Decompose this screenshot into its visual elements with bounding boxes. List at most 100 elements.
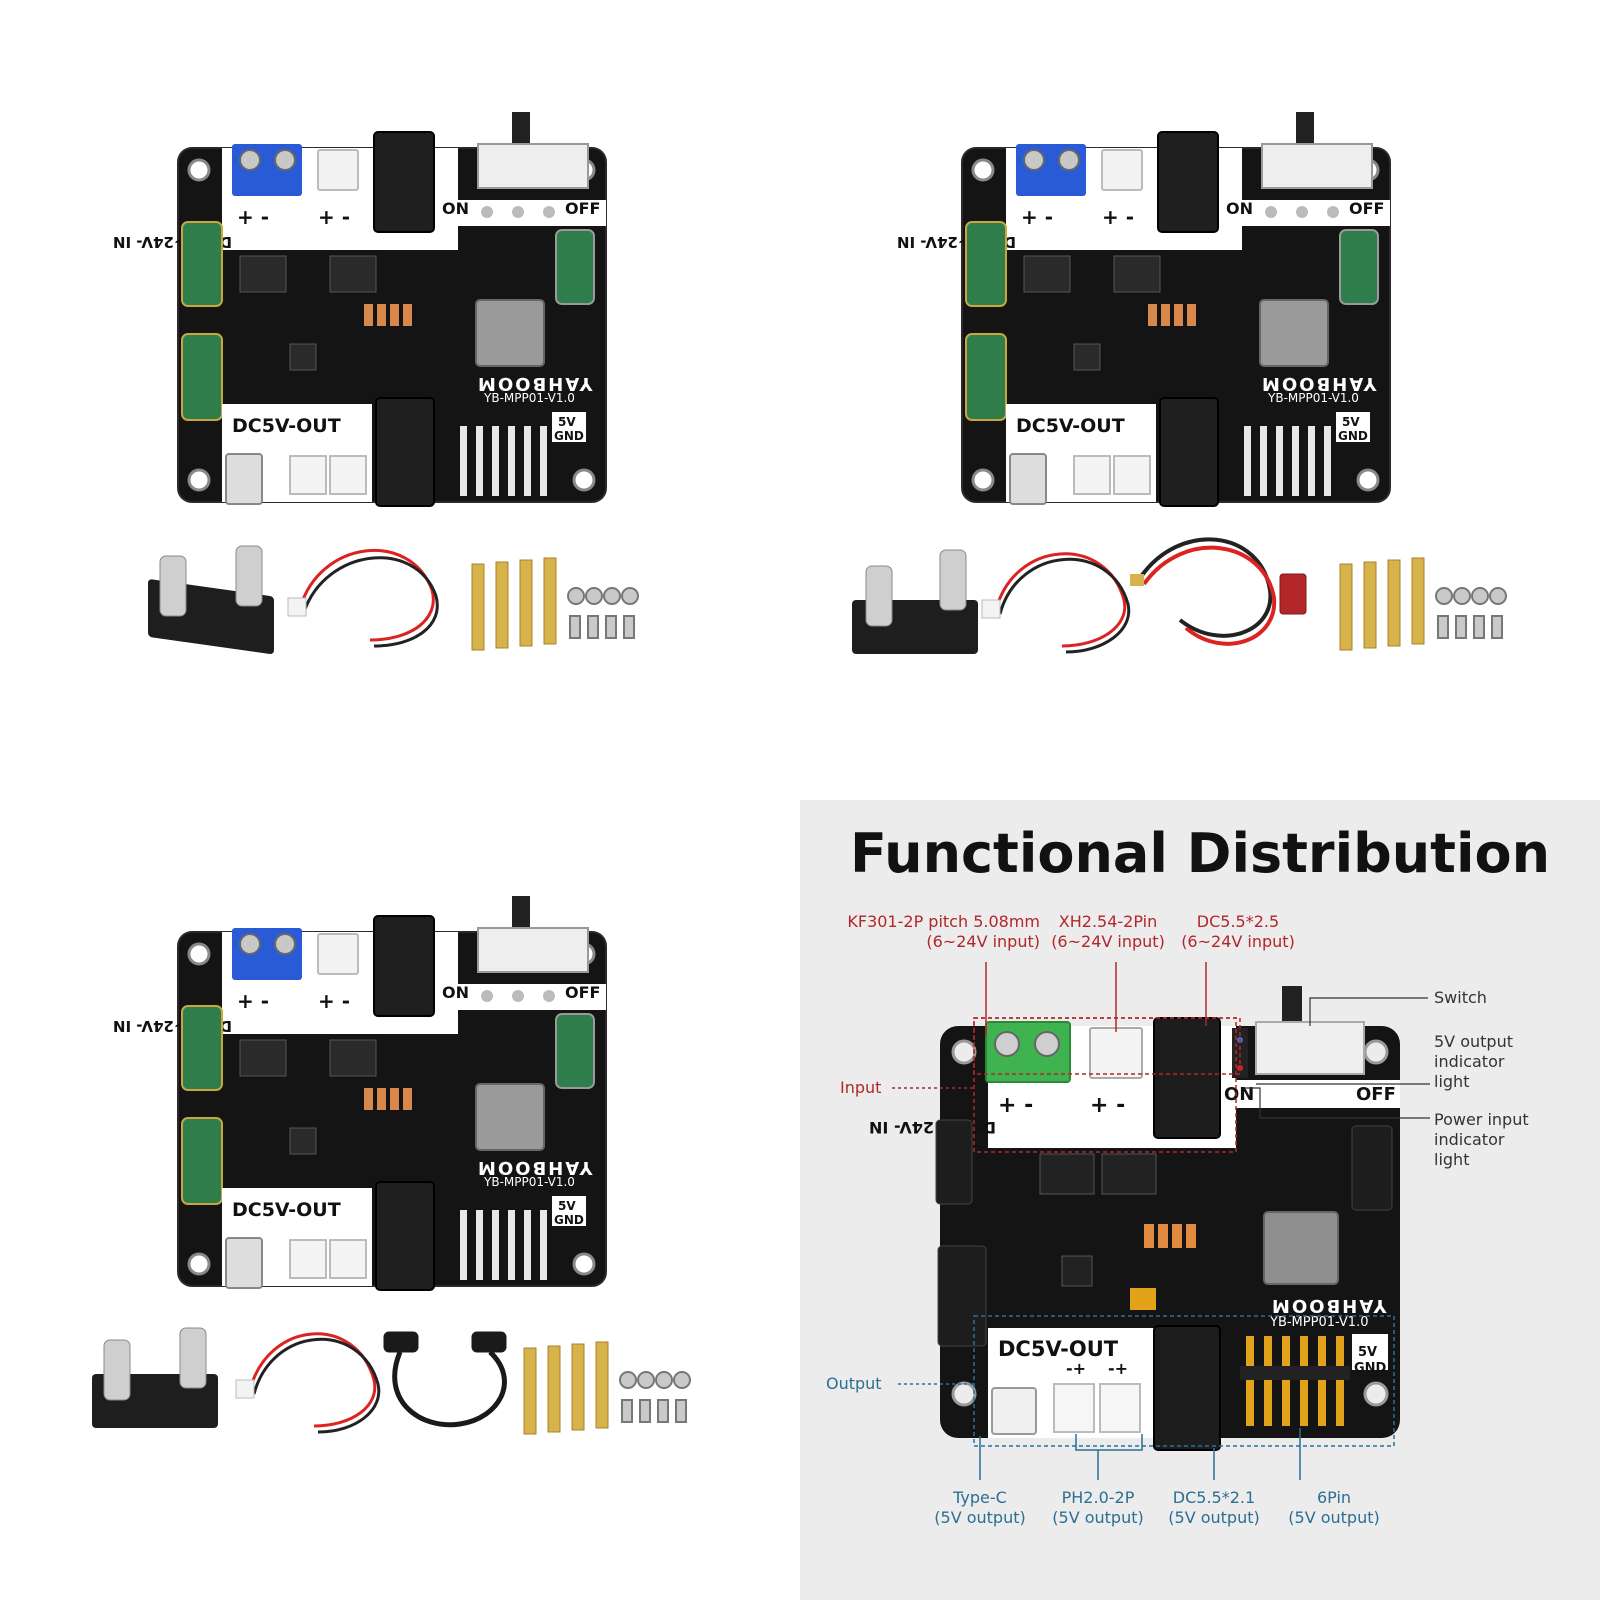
dc-jack (375, 397, 435, 507)
product-photo-board-kit-dc-cable: + - + - DC6V~24V- IN ON OFF YAHBOOM YB-M… (0, 800, 800, 1600)
callout-type-c: Type-C (5V output) (934, 1488, 1026, 1527)
nuts-and-screws (1435, 587, 1507, 639)
pin-5v-label: 5V (558, 415, 576, 429)
mount-hole-icon (1363, 1381, 1389, 1407)
xh-cable (287, 548, 439, 648)
mount-hole-icon (572, 468, 596, 492)
brand-label: YAHBOOM (476, 1157, 594, 1178)
mount-hole-icon (1356, 468, 1380, 492)
mount-hole-icon (187, 468, 211, 492)
mount-hole-icon (187, 158, 211, 182)
off-label: OFF (1356, 1084, 1396, 1105)
svg-text:+ -: + - (998, 1093, 1033, 1118)
off-label: OFF (565, 199, 600, 218)
xh-connector (317, 149, 359, 191)
slide-switch (1255, 1021, 1365, 1075)
mount-hole-icon (187, 1252, 211, 1276)
output-label: DC5V-OUT (998, 1337, 1119, 1361)
pin-gnd-label: GND (1354, 1361, 1387, 1376)
xh-cable (981, 552, 1131, 654)
brand-label: YAHBOOM (1270, 1295, 1388, 1316)
type-c-adapter (852, 549, 978, 654)
board: + - + - DC6V~24V- IN ON OFF YAHBOOM YB-M… (897, 112, 1391, 507)
mount-hole-icon (971, 468, 995, 492)
dc-jack (1157, 131, 1219, 233)
dc-jack-output (1153, 1325, 1221, 1451)
model-label: YB-MPP01-V1.0 (1269, 1315, 1368, 1330)
svg-text:+ -: + - (318, 205, 350, 229)
on-label: ON (442, 199, 469, 218)
mount-hole-icon (572, 1252, 596, 1276)
svg-text:-+: -+ (1066, 1359, 1086, 1378)
pin-gnd-label: GND (1338, 429, 1368, 443)
output-label: DC5V-OUT (232, 1199, 341, 1221)
mount-hole-icon (187, 942, 211, 966)
callout-6pin: 6Pin (5V output) (1288, 1488, 1380, 1527)
output-label: DC5V-OUT (232, 415, 341, 437)
svg-text:+ -: + - (318, 989, 350, 1013)
pin-gnd-label: GND (554, 1213, 584, 1227)
callout-dc55-output: DC5.5*2.1 (5V output) (1168, 1488, 1260, 1527)
output-region-box (973, 1315, 1395, 1447)
mount-hole-icon (951, 1039, 977, 1065)
xh-cable (235, 1332, 381, 1434)
product-photo-board-kit: + - + - DC6V~24V- IN ON OFF YAHBOOM YB-M… (0, 0, 800, 800)
product-photo-board-kit-t-plug: + - + - DC6V~24V- IN ON OFF YAHBOOM YB-M… (800, 0, 1600, 800)
slide-switch (1261, 143, 1373, 189)
pin-5v-label: 5V (558, 1199, 576, 1213)
model-label: YB-MPP01-V1.0 (1267, 391, 1359, 405)
pin-gnd-label: GND (554, 429, 584, 443)
brand-label: YAHBOOM (476, 373, 594, 394)
type-c-port (225, 453, 263, 505)
off-label: OFF (1349, 199, 1384, 218)
svg-text:+ -: + - (237, 205, 269, 229)
pin-5v-label: 5V (1358, 1345, 1377, 1360)
callout-switch: Switch (1434, 988, 1487, 1007)
svg-text:+ -: + - (1090, 1093, 1125, 1118)
svg-text:+ -: + - (237, 989, 269, 1013)
inductor (1263, 1211, 1339, 1285)
type-c-adapter (92, 1327, 218, 1428)
callout-xh254: XH2.54-2Pin (6~24V input) (1051, 912, 1165, 951)
model-label: YB-MPP01-V1.0 (483, 391, 575, 405)
input-label: DC6V~24V- IN (869, 1118, 996, 1137)
functional-distribution-diagram: Functional Distribution + (800, 800, 1600, 1600)
output-label: DC5V-OUT (1016, 415, 1125, 437)
nuts-and-screws (567, 587, 639, 639)
capacitor (181, 221, 223, 307)
brass-standoffs (1339, 557, 1425, 651)
inductor (475, 299, 545, 367)
mount-hole-icon (971, 158, 995, 182)
callout-power-indicator: Power input indicator light (1434, 1110, 1529, 1169)
callout-5v-indicator: 5V output indicator light (1434, 1032, 1513, 1091)
callout-kf301: KF301-2P pitch 5.08mm (6~24V input) (847, 912, 1040, 951)
capacitor (181, 333, 223, 421)
board: + - + - DC6V~24V- IN ON OFF YAHBOOM YB-M… (113, 896, 607, 1291)
brass-standoffs (523, 1341, 609, 1435)
type-c-port (991, 1387, 1037, 1435)
pin-5v-label: 5V (1342, 415, 1360, 429)
svg-text:+ -: + - (1021, 205, 1053, 229)
type-c-adapter (148, 545, 274, 654)
dc-jack-input (1153, 1017, 1221, 1139)
mount-hole-icon (1363, 1039, 1389, 1065)
on-label: ON (1224, 1084, 1254, 1105)
on-label: ON (442, 983, 469, 1002)
board: + - + - DC6V~24V- IN ON OFF YAHBOOM YB-M… (113, 112, 607, 507)
svg-text:+ -: + - (1102, 205, 1134, 229)
capacitor (555, 229, 595, 305)
callout-output: Output (826, 1374, 882, 1393)
callout-dc55-input: DC5.5*2.5 (6~24V input) (1181, 912, 1295, 951)
on-label: ON (1226, 199, 1253, 218)
board: + - + - DC6V~24V- IN ON OFF YAHBOOM YB-M… (869, 986, 1400, 1451)
svg-text:-+: -+ (1108, 1359, 1128, 1378)
input-region-box (973, 1017, 1237, 1153)
off-label: OFF (565, 983, 600, 1002)
diagram-title: Functional Distribution (849, 822, 1551, 885)
nuts-and-screws (619, 1371, 691, 1423)
xh-connector (1101, 149, 1143, 191)
slide-switch (477, 143, 589, 189)
model-label: YB-MPP01-V1.0 (483, 1175, 575, 1189)
t-plug-cable (1130, 537, 1307, 646)
callout-input: Input (840, 1078, 882, 1097)
